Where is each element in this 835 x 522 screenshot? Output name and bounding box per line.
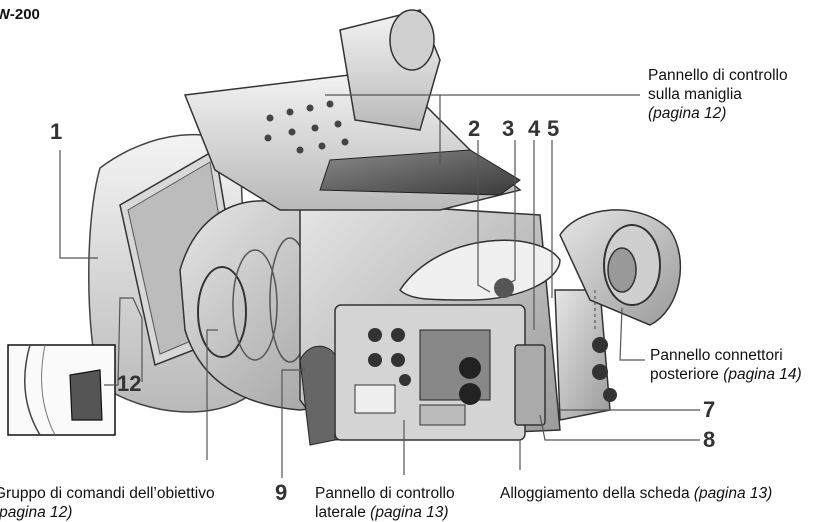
leader-rear <box>619 307 645 361</box>
callout-12: 12 <box>117 371 142 396</box>
leader-handle <box>325 94 640 165</box>
callout-1: 1 <box>50 119 63 144</box>
leader-2 <box>477 140 491 293</box>
leader-12 <box>104 297 143 386</box>
rear-panel-label: Pannello connettori posteriore (pagina 1… <box>650 347 802 383</box>
callout-5: 5 <box>547 116 560 141</box>
side-panel-label: Pannello di controllo laterale (pagina 1… <box>315 485 455 521</box>
leader-8 <box>539 414 700 441</box>
lens-group-label: Gruppo di comandi dell’obiettivo (pagina… <box>0 485 215 521</box>
leader-lens <box>206 329 218 460</box>
callout-8: 8 <box>703 427 716 452</box>
handle-panel-label: Pannello di controllo sulla maniglia (pa… <box>648 67 788 122</box>
leader-3 <box>499 140 516 289</box>
callout-9: 9 <box>275 480 288 505</box>
callout-7: 7 <box>703 397 716 422</box>
callout-2: 2 <box>468 116 481 141</box>
leader-1 <box>59 150 98 259</box>
model-label: W-200 <box>0 6 40 23</box>
callout-3: 3 <box>502 116 515 141</box>
callout-4: 4 <box>528 116 541 141</box>
card-slot-label: Alloggiamento della scheda (pagina 13) <box>500 485 773 502</box>
leader-9 <box>281 369 305 478</box>
